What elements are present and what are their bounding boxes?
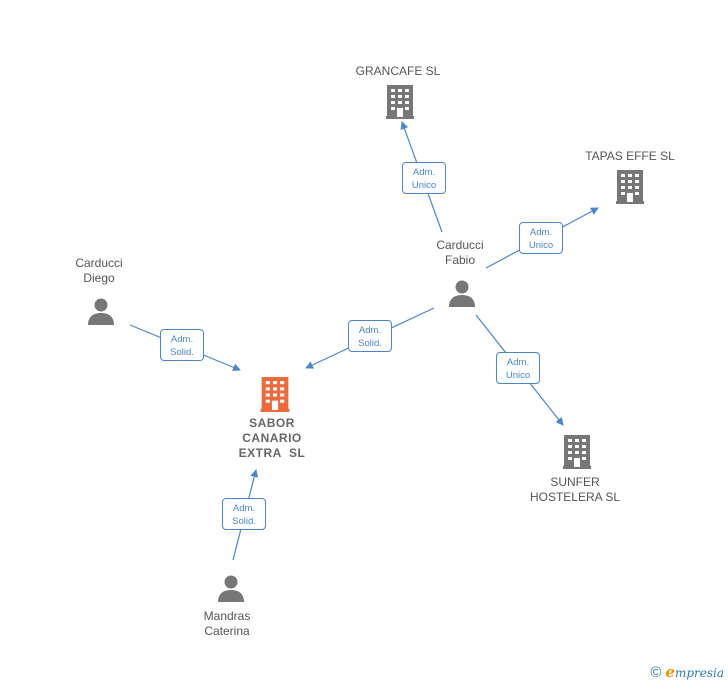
person-icon [218, 575, 244, 602]
node-label-grancafe[interactable]: GRANCAFE SL [355, 64, 441, 78]
person-icon [88, 298, 114, 325]
node-label-tapas-effe[interactable]: TAPAS EFFE SL [585, 149, 675, 163]
node-label-carducci-fabio[interactable]: Carducci Fabio [436, 238, 484, 267]
node-label-sunfer[interactable]: SUNFER HOSTELERA SL [529, 475, 621, 504]
copyright-icon: © [650, 663, 662, 681]
relation-label-fabio-grancafe[interactable]: Adm. Unico [402, 162, 446, 194]
relation-label-fabio-sunfer[interactable]: Adm. Unico [496, 352, 540, 384]
building-icon [386, 85, 414, 119]
brand-logo: empresia [665, 663, 724, 681]
building-icon [616, 170, 644, 204]
main-company-building-icon [260, 377, 290, 412]
relation-label-fabio-tapas[interactable]: Adm. Unico [519, 222, 563, 254]
node-label-sabor-canario[interactable]: SABOR CANARIO EXTRA SL [238, 416, 306, 460]
relation-label-mandras-sabor[interactable]: Adm. Solid. [222, 498, 266, 530]
relation-label-diego-sabor[interactable]: Adm. Solid. [160, 329, 204, 361]
relation-label-fabio-sabor[interactable]: Adm. Solid. [348, 320, 392, 352]
node-label-carducci-diego[interactable]: Carducci Diego [75, 256, 123, 285]
footer-brand: © empresia [650, 663, 724, 681]
node-label-mandras-caterina[interactable]: Mandras Caterina [203, 609, 251, 638]
building-icon [563, 435, 591, 469]
person-icon [449, 280, 475, 307]
